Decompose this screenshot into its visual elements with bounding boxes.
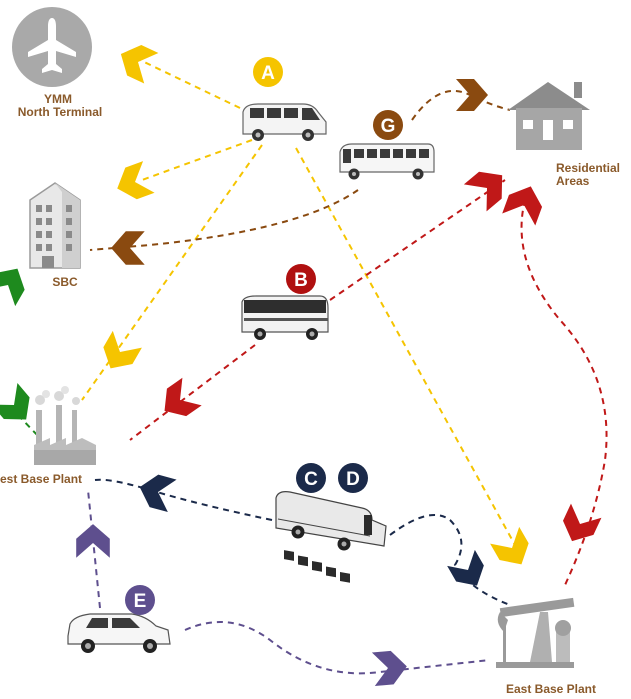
badge-b: B — [286, 264, 316, 294]
location-sbc: SBC — [29, 182, 81, 289]
house-icon — [508, 82, 590, 150]
airport-label-line1: YMM — [44, 92, 72, 106]
route-b-line-to-residential — [329, 179, 506, 301]
arrow-a-to-east-plant — [490, 526, 536, 573]
route-e-line-to-west-plant — [87, 489, 101, 609]
route-a-line-to-airport — [139, 59, 241, 109]
arrow-green-offscreen-top — [0, 260, 32, 307]
location-residential: Residential Areas — [508, 82, 620, 188]
arrow-b-to-east-plant — [556, 503, 602, 549]
shuttle-bus-icon — [339, 143, 435, 180]
badge-e-label: E — [134, 591, 147, 612]
route-cd-line-to-west-plant — [94, 478, 273, 521]
airplane-icon — [12, 7, 92, 87]
location-east-plant: East Base Plant — [496, 597, 596, 696]
arrow-a-to-airport — [113, 38, 159, 84]
route-e-line-to-east-plant — [184, 621, 491, 675]
badge-c: C — [296, 463, 326, 493]
east-plant-label: East Base Plant — [506, 682, 596, 696]
route-cd-line-to-east-plant — [389, 514, 511, 606]
badge-b-label: B — [294, 270, 308, 291]
route-lines — [17, 59, 608, 675]
residential-label-line2: Areas — [556, 174, 590, 188]
suv-icon — [67, 613, 171, 653]
arrow-cd-to-west-plant — [135, 470, 177, 513]
badge-a: A — [253, 57, 283, 87]
minivan-icon — [242, 103, 327, 141]
badge-a-label: A — [261, 63, 275, 84]
route-b-line-residential-to-east-plant — [520, 199, 608, 586]
coach-bus-icon — [241, 295, 329, 340]
badge-g-label: G — [381, 116, 396, 137]
badge-d: D — [338, 463, 368, 493]
school-bus-icon — [275, 491, 387, 583]
residential-label-line1: Residential — [556, 161, 620, 175]
location-airport: YMM North Terminal — [12, 7, 102, 119]
arrow-b-to-residential-2 — [502, 180, 548, 226]
route-g-line-to-residential — [411, 90, 511, 121]
badge-g: G — [373, 110, 403, 140]
arrow-a-to-sbc — [111, 161, 155, 205]
arrow-cd-to-east-plant — [447, 549, 491, 594]
arrow-green-to-west-plant — [0, 382, 40, 431]
sbc-label: SBC — [52, 275, 78, 289]
location-west-plant: est Base Plant — [0, 386, 96, 486]
arrow-g-to-residential — [456, 79, 488, 111]
route-a-line-to-east-plant — [295, 147, 516, 546]
badge-c-label: C — [304, 469, 318, 490]
airport-label-line2: North Terminal — [18, 105, 102, 119]
arrow-e-to-east-plant — [371, 649, 409, 687]
route-a-line-to-west-plant — [81, 144, 263, 401]
pumpjack-icon — [496, 597, 575, 668]
factory-icon — [34, 386, 96, 465]
west-plant-label: est Base Plant — [0, 472, 82, 486]
office-building-icon — [29, 182, 81, 269]
route-a-line-to-sbc — [141, 139, 253, 181]
badge-d-label: D — [346, 469, 360, 490]
badge-e: E — [125, 585, 155, 615]
route-b-line-to-west-plant — [129, 344, 256, 441]
route-arrows — [0, 38, 602, 687]
arrow-b-to-west-plant — [154, 377, 202, 425]
arrow-g-to-sbc — [111, 231, 145, 265]
arrow-e-to-west-plant — [76, 524, 110, 558]
